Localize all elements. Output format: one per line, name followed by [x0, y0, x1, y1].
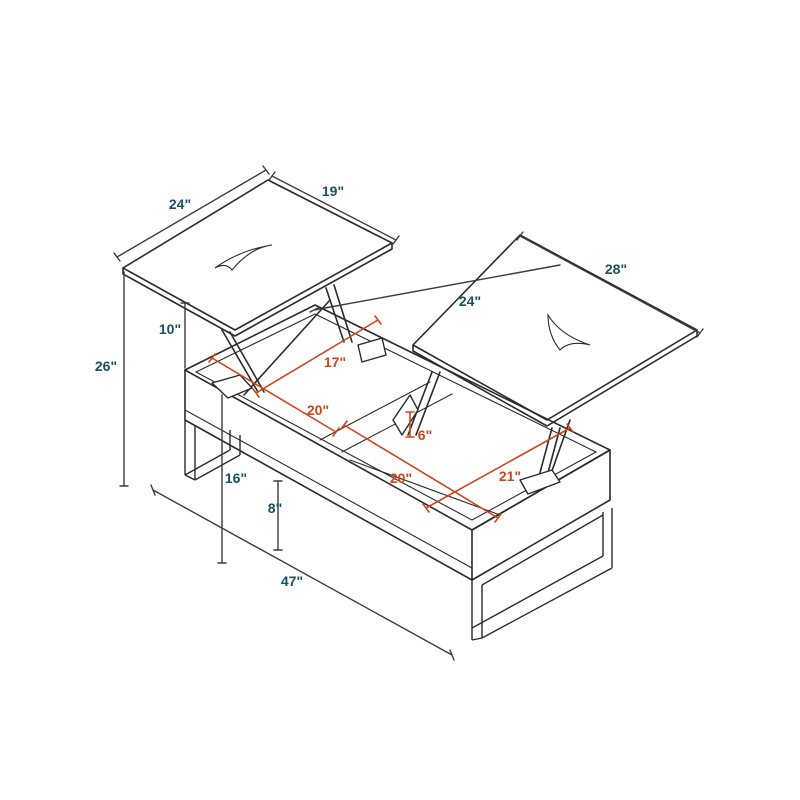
dim-line-center-bin-width: [340, 420, 502, 523]
right-lift-top: [392, 234, 698, 495]
exterior-dimension-lines: [113, 165, 704, 661]
table-body: [184, 304, 611, 581]
label-table-length: 47": [281, 573, 303, 589]
label-left-bin-depth: 17": [324, 354, 346, 370]
right-top-edge: [412, 329, 698, 427]
body-front-face: [184, 369, 473, 581]
label-lift-height: 10": [159, 321, 181, 337]
left-lift-top: [122, 179, 393, 399]
right-top-surface: [412, 234, 698, 421]
right-top-logo-icon: [547, 313, 591, 351]
right-leg-frame: [471, 508, 613, 641]
right-lift-arm-1: [407, 371, 441, 436]
dim-line-left-bin-depth: [252, 315, 382, 398]
label-bin-depth: 6": [418, 427, 432, 443]
body-lower-band: [184, 409, 473, 569]
dim-line-raised-height: [119, 271, 129, 487]
label-raised-height: 26": [95, 358, 117, 374]
left-top-logo-icon: [214, 244, 273, 271]
dim-line-right-top-depth: [309, 264, 561, 313]
left-hinge-bracket: [211, 374, 253, 399]
left-leg-frame: [184, 420, 241, 481]
label-left-top-width: 19": [322, 183, 344, 199]
dim-line-right-top-width: [516, 231, 704, 338]
compartment-floor-line: [349, 459, 501, 516]
dim-line-drawer-height: [273, 480, 283, 551]
dimension-labels: 24" 19" 24" 28" 10" 26" 16" 8" 47" 17" 2…: [95, 183, 627, 589]
body-right-face: [471, 449, 611, 581]
label-right-top-depth: 24": [459, 293, 481, 309]
dim-line-table-height: [217, 394, 227, 564]
dim-line-lift-height: [180, 302, 190, 369]
label-drawer-height: 8": [268, 500, 282, 516]
dim-line-bin-depth: [405, 411, 415, 438]
interior-dimension-lines: [208, 315, 574, 523]
label-right-bin-width: 21": [499, 468, 521, 484]
left-spring-icon: [357, 337, 387, 363]
label-center-bin-width: 20": [390, 470, 412, 486]
label-left-bin-width: 20": [307, 402, 329, 418]
dim-line-left-top-depth: [113, 165, 270, 262]
dim-line-right-bin-width: [422, 423, 574, 513]
label-left-top-depth: 24": [169, 196, 191, 212]
label-table-height: 16": [225, 470, 247, 486]
table-legs: [184, 420, 613, 641]
left-lift-arm-2: [325, 284, 353, 343]
compartment-divider-left: [319, 381, 431, 441]
left-top-edge: [122, 242, 393, 337]
left-top-surface: [122, 179, 393, 331]
label-right-top-width: 28": [605, 261, 627, 277]
dim-line-table-length: [150, 484, 455, 661]
right-hinge-bracket: [519, 469, 561, 495]
right-spring-icon: [392, 394, 419, 436]
left-lift-arm-3: [243, 299, 331, 396]
dim-line-left-bin-width: [208, 353, 340, 437]
dim-line-left-top-width: [268, 171, 400, 245]
